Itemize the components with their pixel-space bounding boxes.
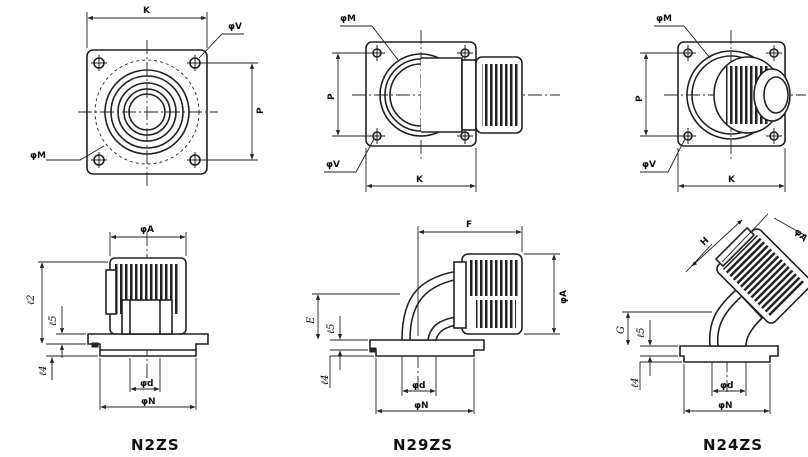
n29zs-dim-p: P — [327, 93, 337, 100]
n24zs-dim-p: P — [635, 95, 645, 102]
n29zs-dim-f: F — [466, 220, 472, 230]
n24zs-dim-m: φM — [656, 14, 672, 24]
n2zs-dim-l5: ℓ5 — [48, 315, 59, 326]
n29zs-top-view: K P φM φV — [324, 14, 560, 192]
n29zs-dim-d: φd — [412, 381, 425, 391]
n2zs-dim-l4: ℓ4 — [38, 365, 49, 376]
n29zs-dim-l5: ℓ5 — [326, 323, 337, 334]
n2zs-dim-n: φN — [141, 397, 156, 407]
n2zs-dim-d: φd — [140, 379, 153, 389]
n29zs-dim-a: φA — [559, 290, 569, 304]
n24zs-dim-g: G — [616, 326, 627, 334]
n2zs-dim-v: φV — [228, 22, 242, 32]
n24zs-dim-v: φV — [642, 160, 656, 170]
n24zs-top-view: K P φM φV — [635, 14, 806, 192]
n29zs-dim-v: φV — [326, 160, 340, 170]
n2zs-dim-l2: ℓ2 — [26, 294, 37, 305]
n24zs-side-view: H φA G ℓ5 ℓ4 φd φN — [616, 213, 808, 414]
n24zs-dim-n: φN — [718, 401, 733, 411]
n24zs-dim-l4: ℓ4 — [630, 377, 641, 388]
n2zs-dim-a: φA — [140, 225, 154, 235]
n24zs-title: N24ZS — [703, 436, 763, 454]
n29zs-dim-m: φM — [340, 14, 356, 24]
n29zs-title: N29ZS — [393, 436, 453, 454]
n24zs-dim-k: K — [728, 175, 736, 185]
n29zs-side-view: F φA E ℓ5 ℓ4 φd φN — [306, 220, 569, 414]
n24zs-dim-l5: ℓ5 — [636, 327, 647, 338]
n29zs-dim-l4: ℓ4 — [320, 374, 331, 385]
n2zs-side-view: φA ℓ2 ℓ5 ℓ4 φd φN — [26, 225, 209, 410]
n24zs-dim-d: φd — [720, 381, 733, 391]
n29zs-dim-e: E — [306, 316, 317, 325]
n2zs-dim-p: P — [256, 107, 266, 114]
n2zs-title: N2ZS — [131, 436, 180, 454]
n2zs-dim-m: φM — [30, 151, 46, 161]
n29zs-dim-n: φN — [414, 401, 429, 411]
n2zs-top-view: K φV P φM — [30, 6, 266, 186]
n2zs-dim-k: K — [143, 6, 151, 16]
n29zs-dim-k: K — [416, 175, 424, 185]
